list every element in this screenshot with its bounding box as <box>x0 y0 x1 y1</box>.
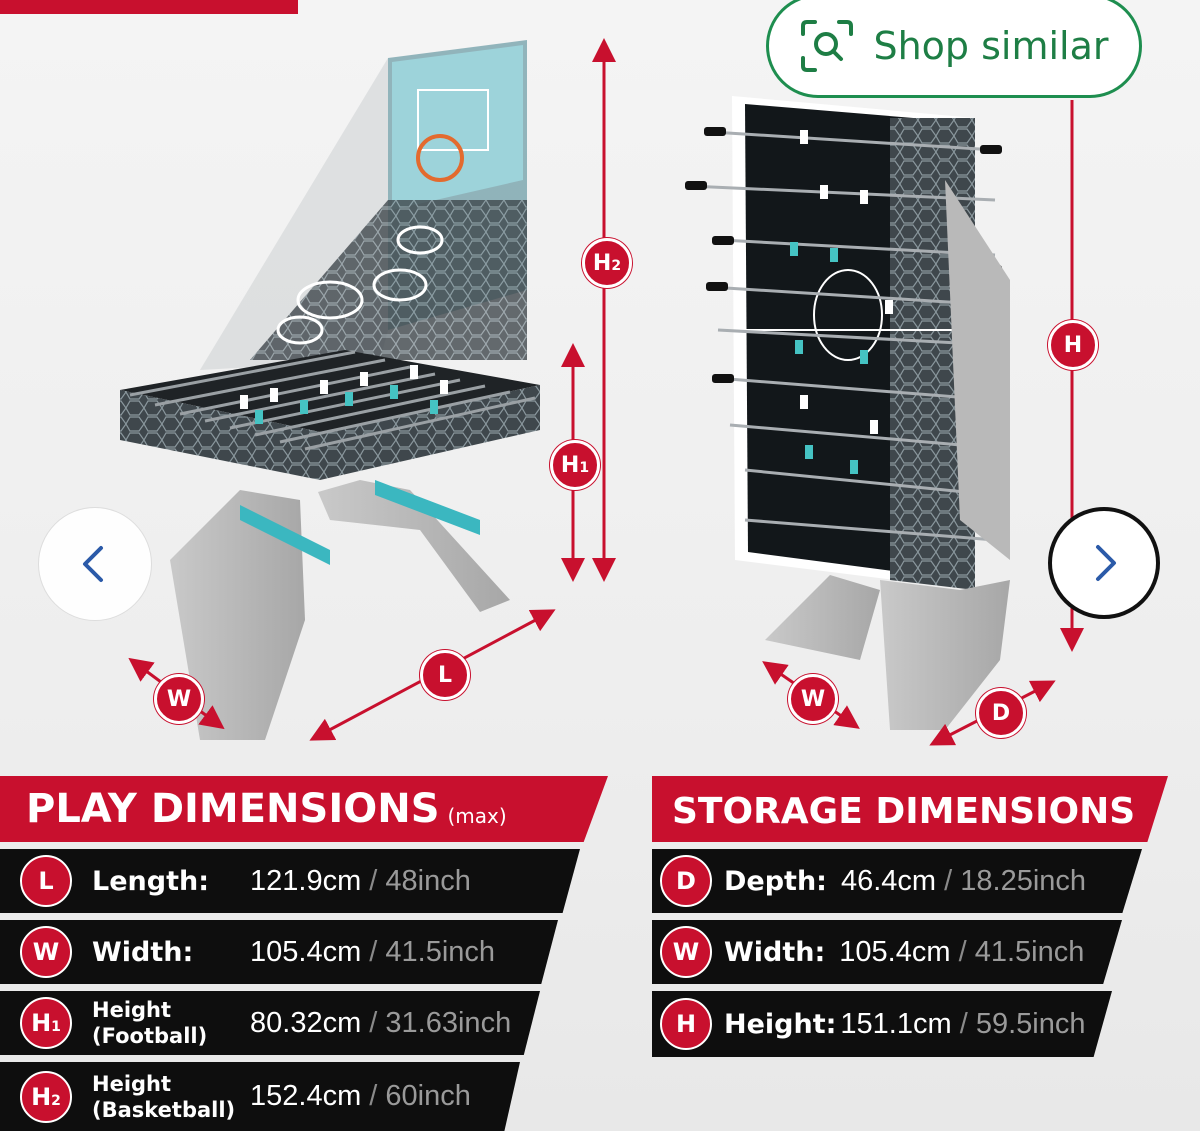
row-label: Depth: <box>724 865 827 897</box>
shop-similar-label: Shop similar <box>873 24 1109 68</box>
row-value: 46.4cm / 18.25inch <box>840 864 1087 897</box>
row-label: Height(Basketball) <box>92 1071 236 1122</box>
row-value: 80.32cm / 31.63inch <box>250 1006 512 1039</box>
marker-h1-badge: H1 <box>550 440 600 490</box>
row-label: Height: <box>724 1008 837 1040</box>
row-badge-w: W <box>660 926 712 978</box>
top-accent-bar <box>0 0 298 14</box>
row-value: 105.4cm / 41.5inch <box>250 935 496 968</box>
row-value: 105.4cm / 41.5inch <box>839 935 1085 968</box>
marker-l-badge: L <box>420 650 470 700</box>
product-illustration <box>120 38 1084 746</box>
play-mode-table <box>120 40 540 740</box>
marker-d-badge: D <box>976 688 1026 738</box>
chevron-right-icon <box>1096 545 1116 581</box>
row-label: Width: <box>92 936 194 968</box>
row-value: 151.1cm / 59.5inch <box>840 1007 1086 1040</box>
shop-similar-button[interactable]: Shop similar <box>766 0 1142 98</box>
play-dimensions-suffix: (max) <box>447 804 507 828</box>
storage-dimensions-heading: STORAGE DIMENSIONS <box>672 791 1136 832</box>
chevron-left-icon <box>83 546 103 582</box>
storage-row-width: W Width: 105.4cm / 41.5inch <box>652 920 1122 984</box>
storage-dimensions-title: STORAGE DIMENSIONS <box>652 776 1168 842</box>
row-badge-h: H <box>660 998 712 1050</box>
next-image-button[interactable] <box>1048 507 1160 619</box>
row-label: Length: <box>92 865 209 897</box>
storage-mode-table <box>685 96 1010 730</box>
play-row-length: L Length: 121.9cm / 48inch <box>0 849 580 913</box>
row-value: 121.9cm / 48inch <box>250 864 471 897</box>
play-dimensions-heading: PLAY DIMENSIONS <box>26 786 440 832</box>
storage-row-depth: D Depth: 46.4cm / 18.25inch <box>652 849 1142 913</box>
marker-h-badge: H <box>1048 320 1098 370</box>
row-badge-w: W <box>20 926 72 978</box>
marker-storage-w-badge: W <box>788 674 838 724</box>
row-label: Width: <box>724 936 826 968</box>
play-row-width: W Width: 105.4cm / 41.5inch <box>0 920 558 984</box>
row-badge-l: L <box>20 855 72 907</box>
row-badge-d: D <box>660 855 712 907</box>
marker-h2-badge: H2 <box>582 238 632 288</box>
row-label: Height(Football) <box>92 998 208 1048</box>
play-dimensions-title: PLAY DIMENSIONS (max) <box>0 776 608 842</box>
row-value: 152.4cm / 60inch <box>250 1080 471 1112</box>
previous-image-button[interactable] <box>38 507 152 621</box>
storage-row-height: H Height: 151.1cm / 59.5inch <box>652 991 1112 1057</box>
marker-w-badge: W <box>154 674 204 724</box>
lens-search-icon <box>801 20 854 72</box>
